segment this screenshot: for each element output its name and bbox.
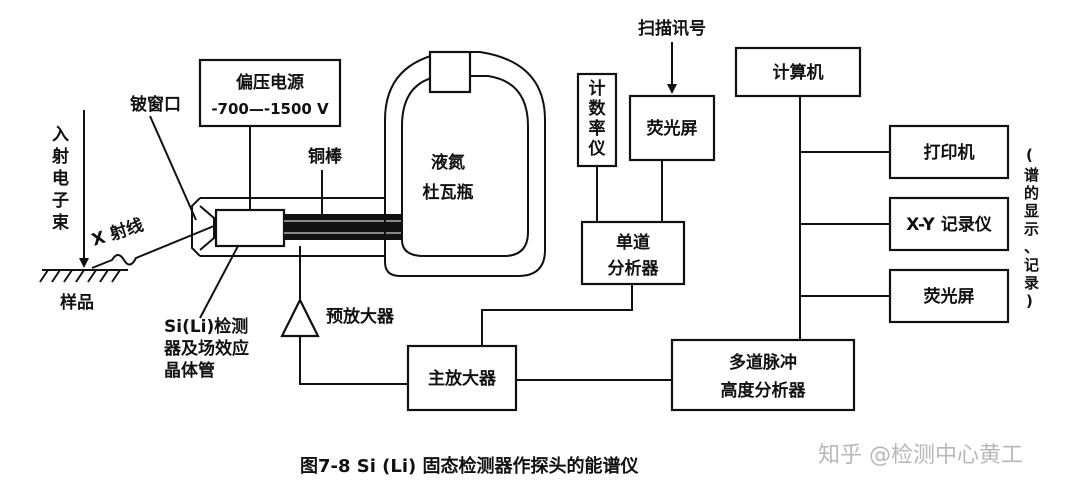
be-window-label: 铍窗口: [130, 94, 181, 115]
side-note-char: 录: [1024, 274, 1039, 292]
preamp-to-mainamp: [299, 336, 408, 385]
beam-char-4: 子: [52, 191, 69, 211]
ratemeter-char-3: 率: [589, 118, 606, 139]
xray-label: X 射线: [89, 214, 146, 250]
xray-path: [91, 225, 215, 269]
beam-arrowhead: [79, 258, 89, 268]
detector-leader: [199, 245, 239, 319]
screen-top-box: [628, 94, 716, 162]
be-window-leader: [149, 115, 197, 221]
side-note-char: 记: [1024, 256, 1039, 274]
beam-char-1: 入: [52, 125, 69, 145]
xy-recorder-box: [888, 196, 1010, 252]
side-note-char: 显: [1024, 202, 1039, 220]
scan-signal-arrowhead: [667, 84, 677, 94]
screen-top-label: 荧光屏: [647, 118, 698, 139]
beam-char-5: 束: [52, 212, 69, 233]
mca-label-2: 高度分析器: [721, 380, 807, 401]
sca-label-1: 单道: [616, 232, 650, 253]
detector-label-3: 晶体管: [164, 360, 215, 381]
beam-char-3: 电: [52, 168, 69, 189]
detector-label-1: Si(Li)检测: [164, 316, 248, 337]
preamp-triangle: [280, 297, 320, 338]
figure-caption: 图7-8 Si (Li) 固态检测器作探头的能谱仪: [300, 455, 640, 477]
dewar-label-1: 液氮: [431, 152, 465, 173]
mca-box: [670, 338, 856, 412]
copper-rod-label: 铜棒: [308, 146, 343, 167]
cryostat-housing: [191, 197, 385, 257]
dewar-outer: [384, 51, 546, 277]
ratemeter-char-2: 数: [589, 98, 607, 119]
preamp-label: 预放大器: [326, 306, 395, 327]
sca-label-2: 分析器: [608, 258, 660, 279]
main-amp-label: 主放大器: [428, 368, 497, 389]
mainamp-to-sca: [481, 284, 633, 346]
main-amp-box: [406, 344, 518, 412]
ratemeter-char-1: 计: [589, 78, 606, 99]
side-note-char: (: [1026, 146, 1033, 164]
beam-char-2: 射: [51, 146, 69, 167]
bias-supply-value: -700—-1500 V: [211, 100, 329, 118]
screen-right-label: 荧光屏: [924, 286, 975, 307]
be-window-shape: [199, 205, 215, 251]
ratemeter-box: [576, 72, 618, 168]
xy-recorder-label: X-Y 记录仪: [906, 215, 993, 235]
scan-signal-label: 扫描讯号: [638, 18, 706, 39]
copper-rod: [284, 214, 402, 240]
side-note-char: 、: [1024, 238, 1039, 256]
computer-box: [734, 46, 862, 98]
bias-supply-box: [198, 58, 342, 128]
mca-label-1: 多道脉冲: [729, 352, 797, 373]
screen-right-box: [888, 268, 1010, 324]
dewar-label-2: 杜瓦瓶: [423, 182, 474, 203]
printer-label: 打印机: [924, 142, 975, 163]
watermark: 知乎 @检测中心黄工: [818, 443, 1023, 468]
sample-ground: [39, 269, 128, 283]
side-note: ( 谱 的 显 示 、 记 录 ): [1024, 146, 1039, 310]
detector-box: [214, 208, 286, 248]
detector-label-2: 器及场效应: [163, 338, 249, 359]
sca-box: [580, 220, 686, 286]
sample-label: 样品: [60, 292, 94, 313]
dewar-neck: [428, 50, 472, 94]
printer-box: [888, 124, 1010, 180]
dewar-inner: [401, 75, 529, 257]
ratemeter-char-4: 仪: [588, 139, 607, 159]
side-note-char: 谱: [1024, 166, 1039, 184]
side-note-char: ): [1026, 292, 1033, 310]
computer-label: 计算机: [773, 62, 824, 83]
side-note-char: 示: [1024, 220, 1039, 238]
incident-beam-label: 入 射 电 子 束: [51, 125, 69, 233]
side-note-char: 的: [1024, 184, 1039, 202]
bias-supply-title: 偏压电源: [236, 72, 304, 93]
